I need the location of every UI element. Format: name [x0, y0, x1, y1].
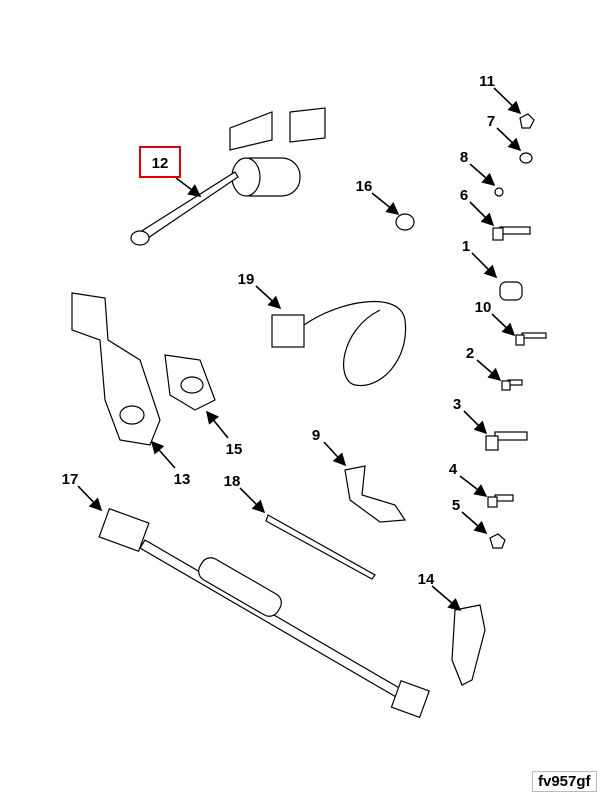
figure-id: fv957gf	[532, 771, 597, 792]
part-18-cable-tie[interactable]	[265, 514, 376, 580]
part-7-lockwasher[interactable]	[519, 152, 533, 164]
callout-5[interactable]: 5	[452, 497, 460, 514]
callout-10[interactable]: 10	[475, 299, 492, 316]
hardware	[485, 113, 547, 549]
callout-2[interactable]: 2	[466, 345, 474, 362]
callout-11[interactable]: 11	[479, 73, 495, 90]
part-17-cable[interactable]	[98, 507, 430, 719]
callout-7[interactable]: 7	[487, 113, 495, 130]
callout-12[interactable]: 12	[152, 155, 169, 172]
callout-14[interactable]: 14	[418, 571, 435, 588]
callout-4[interactable]: 4	[449, 461, 458, 478]
callout-1[interactable]: 1	[462, 238, 470, 255]
part-19-harness[interactable]	[271, 300, 407, 387]
callout-8[interactable]: 8	[460, 149, 468, 166]
callout-19[interactable]: 19	[238, 271, 255, 288]
callout-16[interactable]: 16	[356, 178, 373, 195]
part-9-clip[interactable]	[344, 465, 407, 523]
part-10-screw[interactable]	[515, 332, 547, 346]
part-3-bolt[interactable]	[485, 431, 528, 451]
callout-13[interactable]: 13	[174, 471, 191, 488]
part-2-screw[interactable]	[501, 379, 523, 391]
part-15-gasket[interactable]	[164, 354, 216, 411]
callout-9[interactable]: 9	[312, 427, 320, 444]
part-4-screw[interactable]	[487, 494, 514, 508]
part-13-bracket[interactable]	[71, 292, 161, 446]
callout-3[interactable]: 3	[453, 396, 461, 413]
part-11-nut[interactable]	[519, 113, 535, 129]
part-14-bracket[interactable]	[451, 604, 486, 686]
part-16-washer[interactable]	[395, 213, 415, 231]
highlight-box-12	[139, 146, 181, 178]
part-5-nut[interactable]	[489, 533, 506, 549]
part-12-solenoid[interactable]	[130, 107, 326, 246]
part-1-spacer[interactable]	[499, 281, 523, 301]
callout-17[interactable]: 17	[62, 471, 79, 488]
callout-18[interactable]: 18	[224, 473, 241, 490]
callout-15[interactable]: 15	[226, 441, 243, 458]
callout-6[interactable]: 6	[460, 187, 468, 204]
part-6-bolt[interactable]	[492, 226, 531, 241]
part-8-washer[interactable]	[494, 187, 504, 197]
